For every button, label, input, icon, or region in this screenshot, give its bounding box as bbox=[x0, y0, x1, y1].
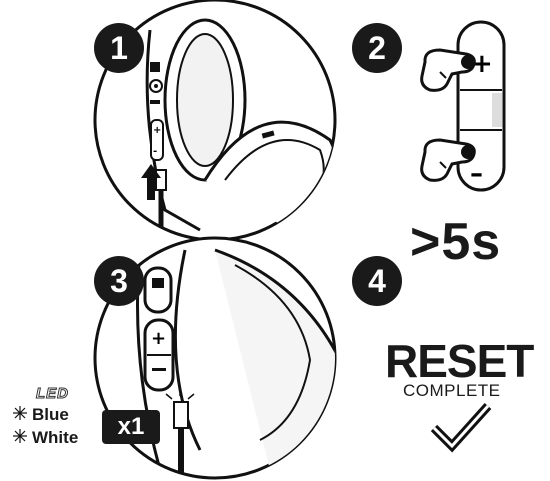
led-label: LED bbox=[36, 385, 69, 402]
svg-text:+: + bbox=[153, 125, 161, 136]
svg-text:-: - bbox=[153, 146, 157, 157]
step2-illustration: + – bbox=[420, 20, 506, 192]
led-sparkle-icon bbox=[13, 429, 27, 443]
step1-illustration: + - bbox=[93, 0, 337, 242]
led-sparkle-icon bbox=[13, 406, 27, 420]
plus-symbol: + bbox=[471, 49, 493, 79]
blink-count-badge: x1 bbox=[102, 410, 160, 444]
led-color-label: Blue bbox=[32, 405, 69, 424]
hold-duration: >5s bbox=[410, 213, 502, 271]
svg-text:+: + bbox=[151, 328, 166, 349]
led-color-blue: Blue bbox=[32, 406, 69, 423]
step-2-badge: 2 bbox=[352, 23, 402, 73]
up-arrow-icon bbox=[141, 164, 161, 200]
hand-press-icon bbox=[420, 138, 476, 182]
led-color-label: White bbox=[32, 428, 79, 447]
hand-press-icon bbox=[420, 48, 476, 92]
step-3-badge: 3 bbox=[94, 256, 144, 306]
reset-title: RESET bbox=[385, 335, 534, 387]
minus-symbol: – bbox=[470, 159, 483, 189]
reset-subtitle: COMPLETE bbox=[403, 381, 501, 400]
step-1-badge: 1 bbox=[94, 23, 144, 73]
step-4-badge: 4 bbox=[352, 256, 402, 306]
led-sparkle-icon bbox=[165, 388, 195, 400]
led-color-white: White bbox=[32, 429, 78, 446]
checkmark-icon bbox=[430, 402, 492, 453]
